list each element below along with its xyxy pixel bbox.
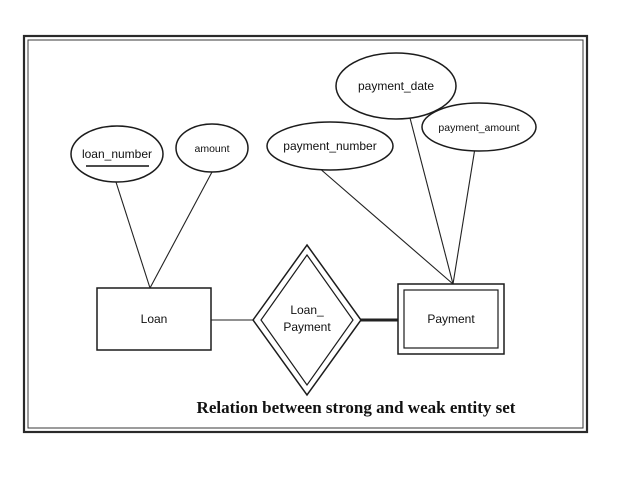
line-payment-number-to-payment xyxy=(317,166,454,285)
attribute-payment-amount: payment_amount xyxy=(421,102,537,152)
line-payment-date-to-payment xyxy=(409,117,454,285)
attribute-payment-date: payment_date xyxy=(335,52,457,120)
relationship-label-line1: Loan_ xyxy=(290,303,324,317)
line-loan-number-to-loan xyxy=(114,178,151,289)
relationship-loan-payment: Loan_ Payment xyxy=(252,243,362,397)
attribute-loan-number: loan_number xyxy=(70,125,164,183)
relationship-diamond-inner xyxy=(260,253,354,387)
attribute-label: payment_amount xyxy=(438,122,519,134)
figure-frame-inner xyxy=(27,39,584,429)
figure-frame xyxy=(22,34,589,434)
attribute-label: payment_number xyxy=(283,139,376,153)
attribute-ellipse xyxy=(175,123,249,173)
entity-label: Loan xyxy=(141,312,168,326)
relationship-diamond-outer xyxy=(252,243,362,397)
entity-payment: Payment xyxy=(397,283,505,355)
attribute-label: payment_date xyxy=(358,79,434,93)
weak-entity-rect-inner xyxy=(403,289,499,349)
line-amount-to-loan xyxy=(149,171,213,289)
attribute-ellipse xyxy=(70,125,164,183)
weak-entity-rect-outer xyxy=(397,283,505,355)
attribute-ellipse xyxy=(335,52,457,120)
attribute-label: loan_number xyxy=(82,147,152,161)
entity-loan: Loan xyxy=(96,287,212,351)
attribute-ellipse xyxy=(266,121,394,171)
relationship-label-line2: Payment xyxy=(283,320,331,334)
entity-label: Payment xyxy=(427,312,475,326)
figure-caption: Relation between strong and weak entity … xyxy=(197,398,516,417)
line-payment-amount-to-payment xyxy=(452,147,476,285)
attribute-payment-number: payment_number xyxy=(266,121,394,171)
attribute-label: amount xyxy=(194,143,229,155)
entity-rect xyxy=(96,287,212,351)
connector-lines xyxy=(114,117,476,322)
attribute-amount: amount xyxy=(175,123,249,173)
attribute-ellipse xyxy=(421,102,537,152)
